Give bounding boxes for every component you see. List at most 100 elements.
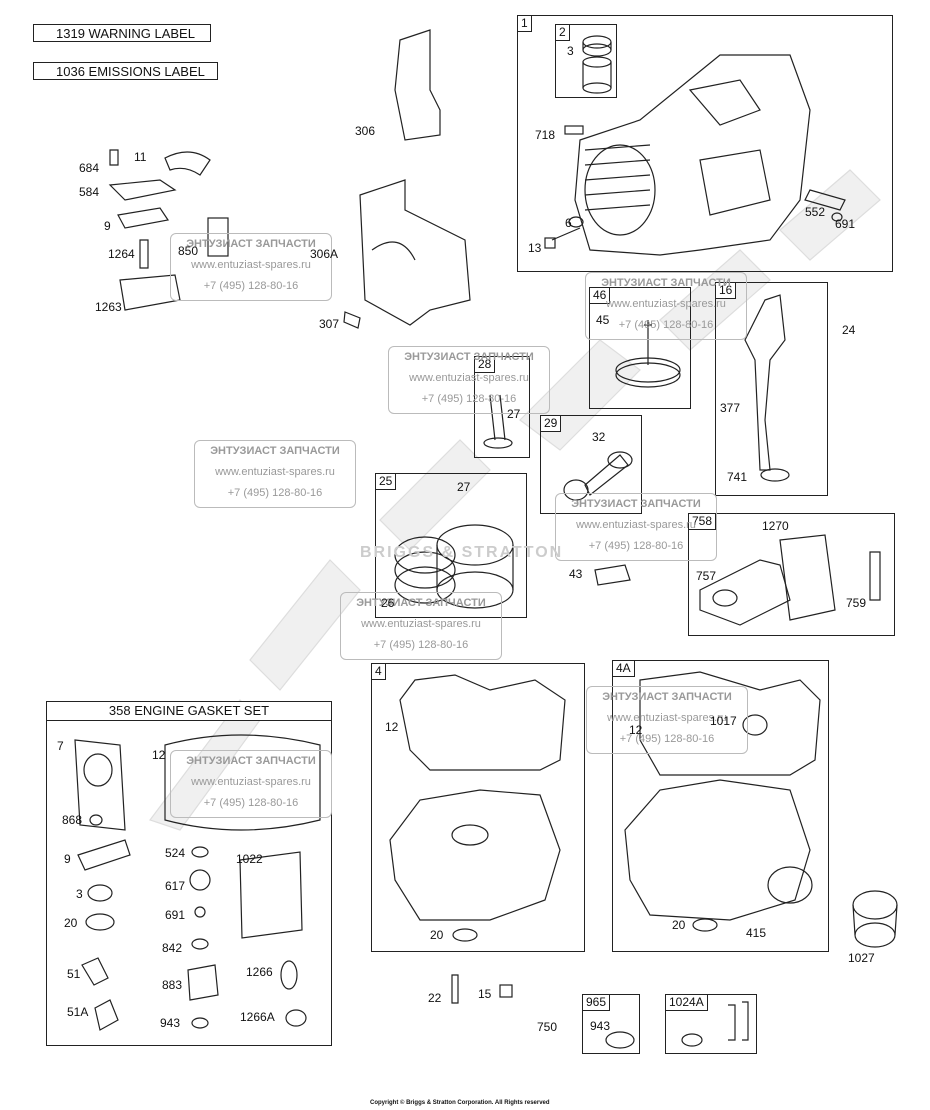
watermark-phone: +7 (495) 128-80-16 <box>619 733 715 745</box>
part-label[interactable]: 51 <box>67 967 81 981</box>
part-label[interactable]: 20 <box>64 916 78 930</box>
part-label[interactable]: 26 <box>381 596 395 610</box>
group-965-tag[interactable]: 965 <box>582 994 611 1011</box>
part-label[interactable]: 306 <box>355 124 376 138</box>
watermark-stamp: ЭНТУЗИАСТ ЗАПЧАСТИ www.entuziast-spares.… <box>340 592 502 660</box>
part-label[interactable]: 750 <box>537 1020 558 1034</box>
group-2-tag[interactable]: 2 <box>555 24 570 41</box>
group-758-tag[interactable]: 758 <box>688 513 717 530</box>
part-label[interactable]: 9 <box>64 852 71 866</box>
watermark-name: ЭНТУЗИАСТ ЗАПЧАСТИ <box>602 691 732 703</box>
part-label[interactable]: 12 <box>629 723 643 737</box>
part-label[interactable]: 741 <box>727 470 748 484</box>
part-label[interactable]: 943 <box>160 1016 181 1030</box>
part-label[interactable]: 415 <box>746 926 767 940</box>
part-label[interactable]: 13 <box>528 241 542 255</box>
group-25-tag[interactable]: 25 <box>375 473 397 490</box>
group-1024a-tag[interactable]: 1024A <box>665 994 708 1011</box>
watermark-phone: +7 (495) 128-80-16 <box>618 319 714 331</box>
cylinder-block-drawing <box>574 54 811 256</box>
part-label[interactable]: 617 <box>165 879 186 893</box>
part-label[interactable]: 27 <box>507 407 521 421</box>
watermark-stamp: ЭНТУЗИАСТ ЗАПЧАСТИ www.entuziast-spares.… <box>170 233 332 301</box>
group-28-tag[interactable]: 28 <box>474 356 496 373</box>
group-25-box <box>375 473 527 618</box>
group-29-tag[interactable]: 29 <box>540 415 562 432</box>
watermark-name: ЭНТУЗИАСТ ЗАПЧАСТИ <box>356 597 486 609</box>
part-label[interactable]: 11 <box>134 150 147 164</box>
part-label[interactable]: 307 <box>319 317 340 331</box>
part-label[interactable]: 524 <box>165 846 186 860</box>
group-16-tag[interactable]: 16 <box>715 282 737 299</box>
part-label[interactable]: 850 <box>178 244 199 258</box>
group-1-tag[interactable]: 1 <box>517 15 532 32</box>
part-label[interactable]: 943 <box>590 1019 611 1033</box>
watermark-url: www.entuziast-spares.ru <box>191 776 311 788</box>
part-label[interactable]: 43 <box>569 567 583 581</box>
part-label[interactable]: 27 <box>457 480 471 494</box>
part-label[interactable]: 22 <box>428 991 442 1005</box>
part-label[interactable]: 1027 <box>848 951 875 965</box>
part-label[interactable]: 12 <box>385 720 399 734</box>
part-label[interactable]: 691 <box>165 908 186 922</box>
watermark-name: ЭНТУЗИАСТ ЗАПЧАСТИ <box>186 238 316 250</box>
part-label[interactable]: 1266 <box>246 965 273 979</box>
emissions-label-tag[interactable]: 1036 EMISSIONS LABEL <box>33 62 218 80</box>
part-label[interactable]: 45 <box>596 313 610 327</box>
part-label[interactable]: 584 <box>79 185 100 199</box>
part-label[interactable]: 20 <box>672 918 686 932</box>
part-label[interactable]: 377 <box>720 401 741 415</box>
part-label[interactable]: 552 <box>805 205 826 219</box>
part-label[interactable]: 15 <box>478 987 492 1001</box>
part-label[interactable]: 1022 <box>236 852 263 866</box>
group-4-tag[interactable]: 4 <box>371 663 386 680</box>
group-46-tag[interactable]: 46 <box>589 287 611 304</box>
part-label[interactable]: 3 <box>567 44 574 58</box>
part-label[interactable]: 759 <box>846 596 867 610</box>
copyright-text: Copyright © Briggs & Stratton Corporatio… <box>370 1100 550 1106</box>
group-29-box <box>540 415 642 514</box>
warning-label-tag[interactable]: 1319 WARNING LABEL <box>33 24 211 42</box>
part-label[interactable]: 12 <box>152 748 166 762</box>
part-label[interactable]: 842 <box>162 941 183 955</box>
part-label[interactable]: 1017 <box>710 714 737 728</box>
watermark-url: www.entuziast-spares.ru <box>409 372 529 384</box>
group-758-box <box>688 513 895 636</box>
part-label[interactable]: 7 <box>57 739 64 753</box>
part-label[interactable]: 24 <box>842 323 856 337</box>
part-label[interactable]: 868 <box>62 813 83 827</box>
watermark-phone: +7 (495) 128-80-16 <box>373 639 469 651</box>
part-label[interactable]: 684 <box>79 161 100 175</box>
watermark-stamp: ЭНТУЗИАСТ ЗАПЧАСТИ www.entuziast-spares.… <box>555 493 717 561</box>
part-label[interactable]: 6 <box>565 216 572 230</box>
part-label[interactable]: 718 <box>535 128 556 142</box>
part-label[interactable]: 32 <box>592 430 606 444</box>
part-label[interactable]: 757 <box>696 569 717 583</box>
group-28-box <box>474 356 530 458</box>
watermark-url: www.entuziast-spares.ru <box>361 618 481 630</box>
watermark-name: ЭНТУЗИАСТ ЗАПЧАСТИ <box>186 755 316 767</box>
group-2-box <box>555 24 617 98</box>
part-label[interactable]: 306A <box>310 247 339 261</box>
part-label[interactable]: 691 <box>835 217 856 231</box>
group-46-box <box>589 287 691 409</box>
watermark-stamp: ЭНТУЗИАСТ ЗАПЧАСТИ www.entuziast-spares.… <box>585 272 747 340</box>
part-label[interactable]: 1264 <box>108 247 135 261</box>
watermark-name: ЭНТУЗИАСТ ЗАПЧАСТИ <box>404 351 534 363</box>
watermark-phone: +7 (495) 128-80-16 <box>203 280 299 292</box>
part-label[interactable]: 883 <box>162 978 183 992</box>
watermark-brand-stamp: BRIGGS & STRATTON <box>360 544 564 561</box>
gasket-set-title[interactable]: 358 ENGINE GASKET SET <box>46 701 332 721</box>
group-4-box <box>371 663 585 952</box>
group-965-box <box>582 994 640 1054</box>
part-label[interactable]: 20 <box>430 928 444 942</box>
watermark-stamp: ЭНТУЗИАСТ ЗАПЧАСТИ www.entuziast-spares.… <box>170 750 332 818</box>
group-4a-tag[interactable]: 4A <box>612 660 635 677</box>
part-label[interactable]: 3 <box>76 887 83 901</box>
part-label[interactable]: 9 <box>104 219 111 233</box>
part-label[interactable]: 1270 <box>762 519 789 533</box>
part-label[interactable]: 1266A <box>240 1010 275 1024</box>
watermark-url: www.entuziast-spares.ru <box>191 259 311 271</box>
part-label[interactable]: 1263 <box>95 300 122 314</box>
part-label[interactable]: 51A <box>67 1005 89 1019</box>
